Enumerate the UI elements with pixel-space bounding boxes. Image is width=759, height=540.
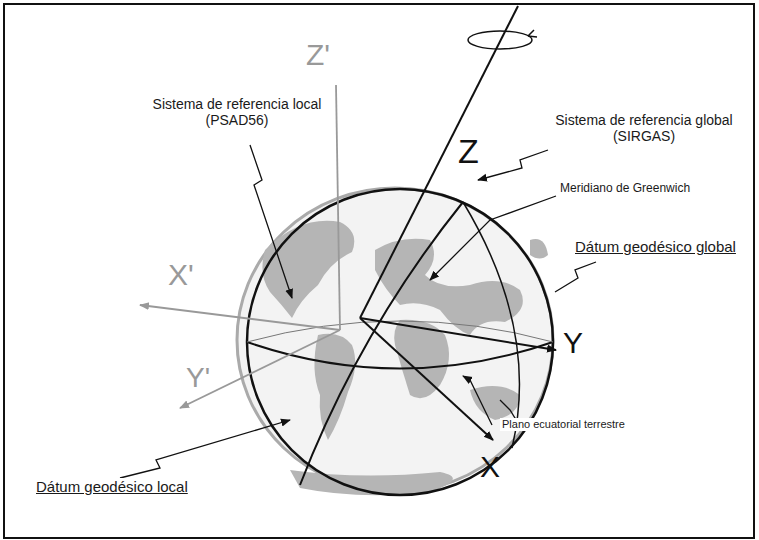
local-datum-ellipsoid bbox=[237, 188, 553, 492]
meridian-label: Meridiano de Greenwich bbox=[558, 182, 692, 196]
axis-label: Z' bbox=[306, 38, 330, 73]
rotation-symbol bbox=[468, 31, 532, 49]
system-label: Sistema de referencia local (PSAD56) bbox=[140, 96, 334, 128]
plane-label: Plano ecuatorial terrestre bbox=[500, 418, 627, 431]
datum-label: Dátum geodésico global bbox=[573, 238, 738, 255]
axis-label: X' bbox=[168, 258, 194, 293]
datum-label: Dátum geodésico local bbox=[34, 478, 190, 495]
system-label: Sistema de referencia global (SIRGAS) bbox=[552, 112, 736, 144]
axis-label: Y bbox=[563, 326, 583, 361]
frame bbox=[4, 4, 754, 538]
axis-label: X bbox=[480, 450, 500, 485]
local-axes bbox=[140, 85, 340, 408]
axis-label: Y' bbox=[186, 362, 210, 394]
global-axes bbox=[360, 6, 556, 440]
greenwich-meridian bbox=[300, 202, 463, 485]
axis-label: Z bbox=[458, 132, 479, 171]
